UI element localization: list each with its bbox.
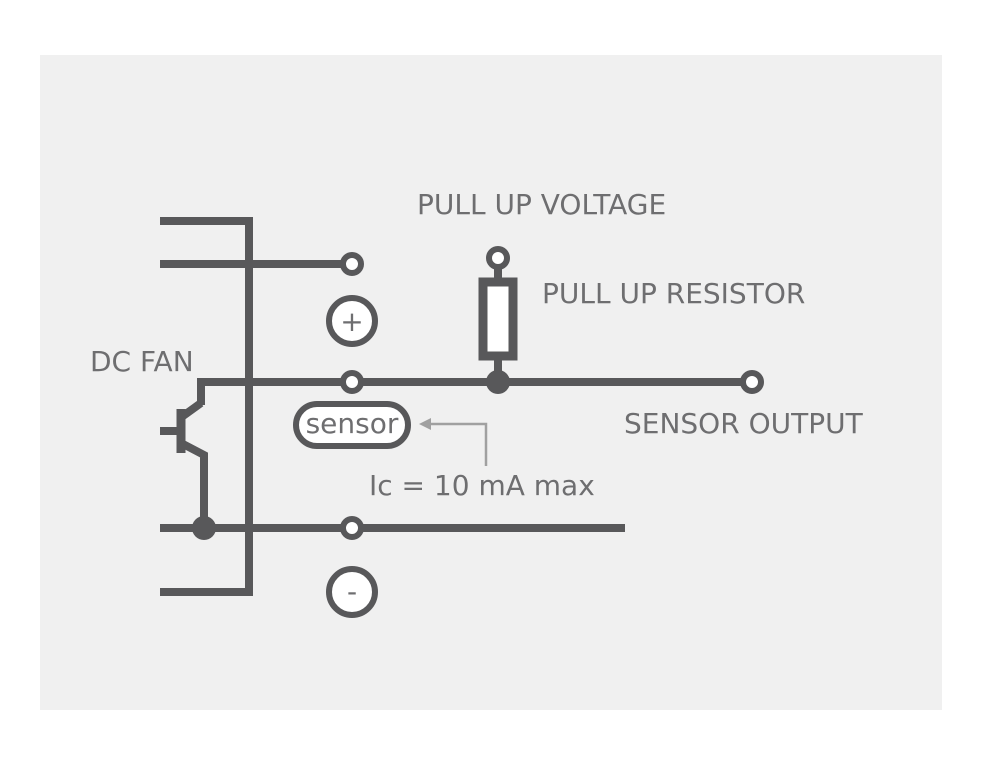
plus-symbol-icon bbox=[326, 295, 378, 347]
sensor-output-terminal bbox=[740, 370, 764, 394]
pull-up-voltage-label: PULL UP VOLTAGE bbox=[417, 188, 666, 221]
plus-label: + bbox=[340, 305, 363, 338]
minus-label: - bbox=[347, 575, 357, 608]
sensor-output-label: SENSOR OUTPUT bbox=[624, 407, 864, 440]
transistor-emitter bbox=[181, 440, 208, 528]
transistor-collector bbox=[180, 399, 204, 420]
junction-dot bbox=[192, 516, 216, 540]
minus-symbol-icon bbox=[326, 566, 378, 618]
ground-terminal bbox=[340, 516, 364, 540]
sensor-label: sensor bbox=[306, 407, 399, 440]
dc-fan-label: DC FAN bbox=[90, 345, 194, 378]
pull-up-voltage-terminal bbox=[486, 246, 510, 270]
sensor-wire bbox=[197, 378, 342, 405]
pull-up-resistor-label: PULL UP RESISTOR bbox=[542, 277, 805, 310]
sensor-terminal bbox=[340, 370, 364, 394]
arrowhead-icon bbox=[419, 418, 431, 430]
current-note: Ic = 10 mA max bbox=[369, 469, 595, 502]
fan-bracket bbox=[160, 217, 253, 596]
junction-dot bbox=[486, 370, 510, 394]
sensor-pill bbox=[293, 401, 411, 449]
supply-terminal bbox=[340, 252, 364, 276]
pull-up-resistor bbox=[478, 277, 518, 361]
current-arrow bbox=[428, 422, 488, 466]
